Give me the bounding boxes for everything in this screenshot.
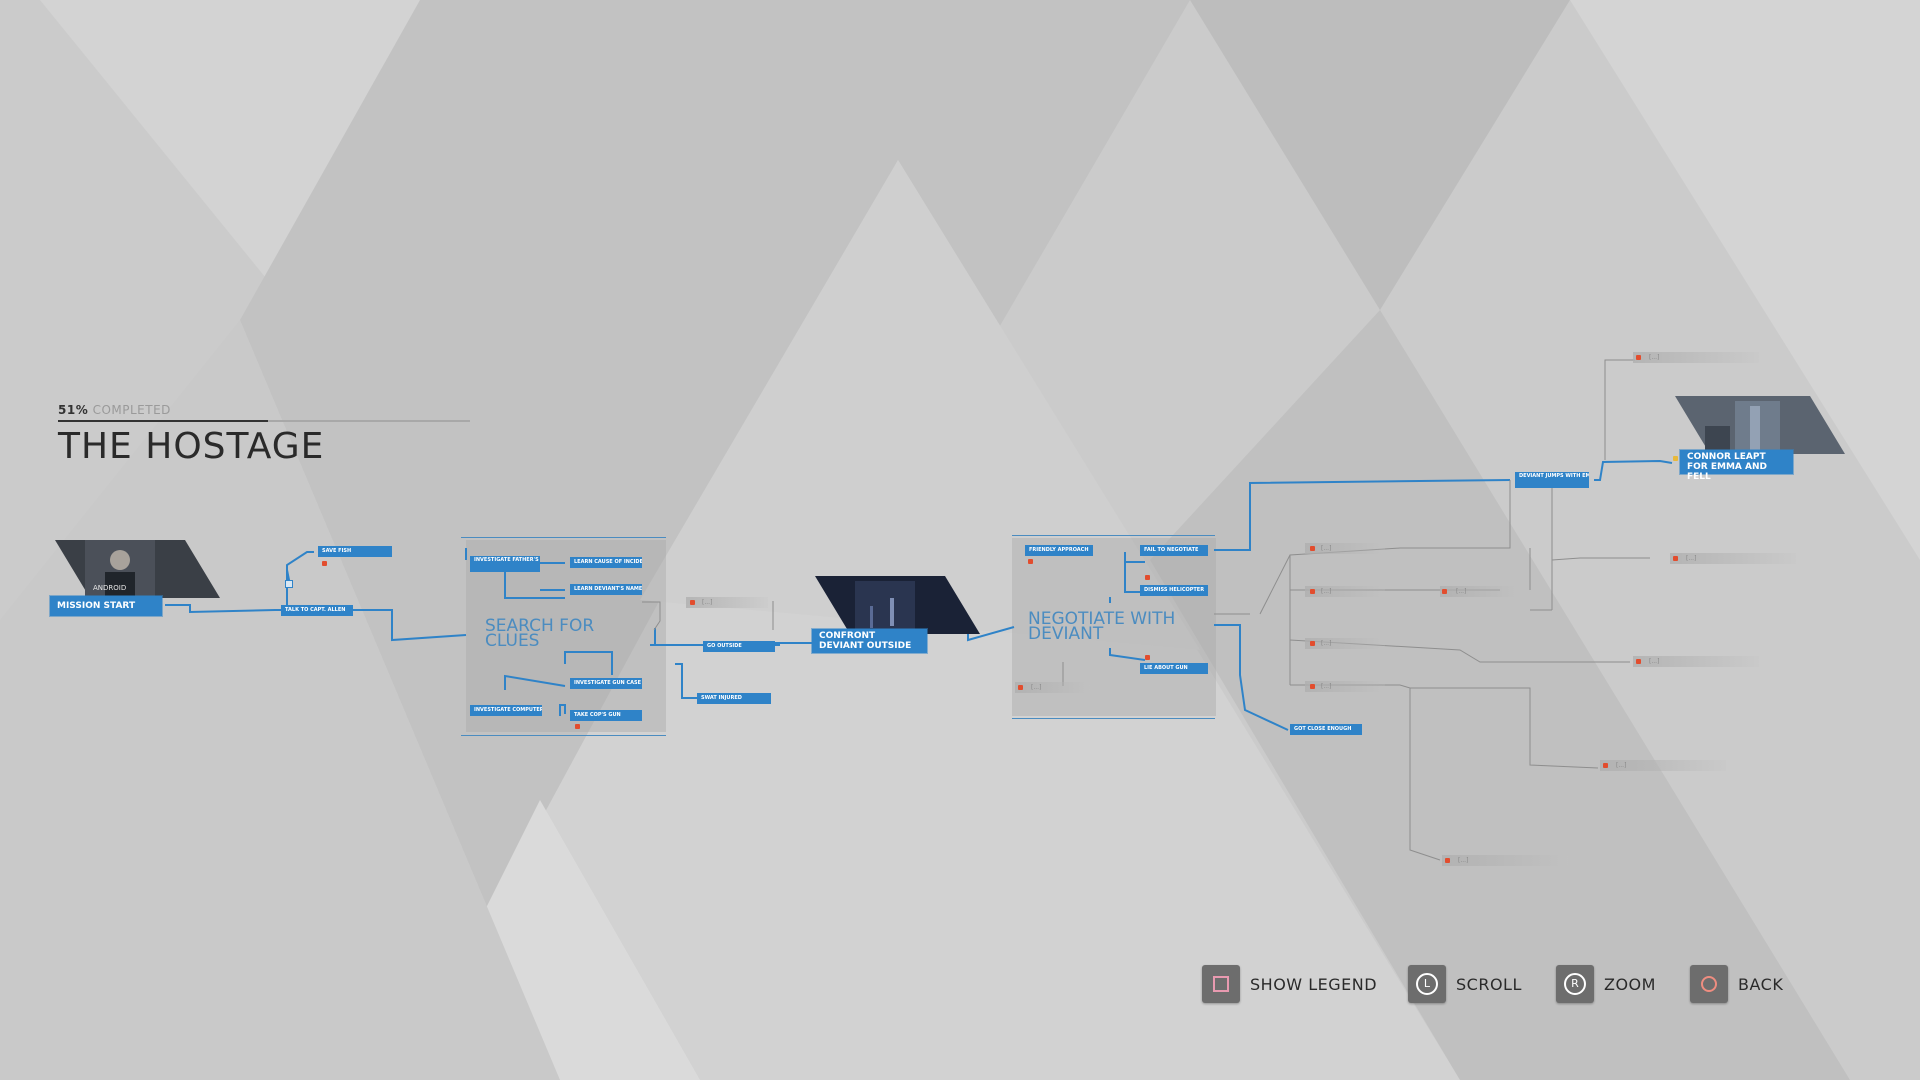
mission-start-thumbnail[interactable]: ANDROID — [55, 540, 220, 598]
zoom-label: ZOOM — [1604, 975, 1656, 994]
node-connector — [285, 580, 293, 588]
zoom-control[interactable]: R ZOOM — [1556, 965, 1656, 1003]
node-learn-name[interactable]: LEARN DEVIANT'S NAME — [570, 584, 642, 595]
mission-start-node[interactable]: MISSION START — [50, 596, 162, 616]
right-stick-icon[interactable]: R — [1556, 965, 1594, 1003]
lock-icon — [1442, 589, 1447, 594]
left-stick-icon[interactable]: L — [1408, 965, 1446, 1003]
locked-node: [...] — [1015, 682, 1090, 693]
node-friendly-approach[interactable]: FRIENDLY APPROACH — [1025, 545, 1093, 556]
lock-icon — [575, 724, 580, 729]
lock-icon — [322, 561, 327, 566]
locked-node: [...] — [1305, 638, 1385, 649]
show-legend-control[interactable]: SHOW LEGEND — [1202, 965, 1377, 1003]
progress-label: COMPLETED — [93, 403, 171, 417]
locked-node: [...] — [1440, 586, 1520, 597]
locked-node: [...] — [1670, 553, 1796, 564]
chapter-negotiate: NEGOTIATE WITH DEVIANT — [1028, 612, 1188, 642]
lock-icon — [1636, 659, 1641, 664]
locked-node: [...] — [1600, 760, 1726, 771]
chapter-search-for-clues: SEARCH FOR CLUES — [485, 619, 615, 649]
lock-icon — [1673, 456, 1678, 461]
lock-icon — [1018, 685, 1023, 690]
back-label: BACK — [1738, 975, 1783, 994]
circle-button-icon[interactable] — [1690, 965, 1728, 1003]
node-investigate-father[interactable]: INVESTIGATE FATHER'S BODY — [470, 556, 540, 572]
node-dismiss-helicopter[interactable]: DISMISS HELICOPTER — [1140, 585, 1208, 596]
lock-icon — [1445, 858, 1450, 863]
node-investigate-computer[interactable]: INVESTIGATE COMPUTER — [470, 705, 542, 716]
scroll-label: SCROLL — [1456, 975, 1522, 994]
lock-icon — [1145, 655, 1150, 660]
locked-node: [...] — [1633, 352, 1759, 363]
square-button-icon[interactable] — [1202, 965, 1240, 1003]
locked-node: [...] — [1305, 586, 1385, 597]
show-legend-label: SHOW LEGEND — [1250, 975, 1377, 994]
node-lie-about-gun[interactable]: LIE ABOUT GUN — [1140, 663, 1208, 674]
node-got-close[interactable]: GOT CLOSE ENOUGH — [1290, 724, 1362, 735]
node-fail-to-negotiate[interactable]: FAIL TO NEGOTIATE — [1140, 545, 1208, 556]
ending-node[interactable]: CONNOR LEAPT FOR EMMA AND FELL — [1680, 450, 1793, 474]
node-take-cops-gun[interactable]: TAKE COP'S GUN — [570, 710, 642, 721]
node-swat-injured[interactable]: SWAT INJURED — [697, 693, 771, 704]
lock-icon — [1636, 355, 1641, 360]
back-control[interactable]: BACK — [1690, 965, 1783, 1003]
lock-icon — [1145, 575, 1150, 580]
lock-icon — [1603, 763, 1608, 768]
lock-icon — [1310, 684, 1315, 689]
ending-thumbnail[interactable] — [1675, 396, 1845, 454]
lock-icon — [690, 600, 695, 605]
locked-node: [...] — [686, 597, 768, 608]
lock-icon — [1310, 641, 1315, 646]
locked-node: [...] — [1442, 855, 1568, 866]
lock-icon — [1028, 559, 1033, 564]
node-learn-cause[interactable]: LEARN CAUSE OF INCIDENT — [570, 557, 642, 568]
progress-fill — [58, 420, 268, 422]
node-talk-to-allen[interactable]: TALK TO CAPT. ALLEN — [281, 605, 353, 616]
locked-node: [...] — [1305, 681, 1385, 692]
node-save-fish[interactable]: SAVE FISH — [318, 546, 392, 557]
scroll-control[interactable]: L SCROLL — [1408, 965, 1522, 1003]
node-deviant-jumps[interactable]: DEVIANT JUMPS WITH EMMA — [1515, 472, 1589, 488]
chapter-title: THE HOSTAGE — [58, 426, 470, 467]
progress-readout: 51% COMPLETED — [58, 403, 470, 417]
progress-percent: 51% — [58, 403, 88, 417]
confront-node[interactable]: CONFRONT DEVIANT OUTSIDE — [812, 629, 927, 653]
chapter-header: 51% COMPLETED THE HOSTAGE — [58, 403, 470, 467]
node-go-outside[interactable]: GO OUTSIDE — [703, 641, 775, 652]
lock-icon — [1673, 556, 1678, 561]
lock-icon — [1310, 589, 1315, 594]
locked-node: [...] — [1305, 543, 1385, 554]
node-investigate-gun[interactable]: INVESTIGATE GUN CASE — [570, 678, 642, 689]
locked-node: [...] — [1633, 656, 1759, 667]
lock-icon — [1310, 546, 1315, 551]
progress-bar — [58, 420, 470, 422]
confront-thumbnail[interactable] — [815, 576, 980, 634]
thumbnail-caption: ANDROID — [93, 584, 126, 592]
